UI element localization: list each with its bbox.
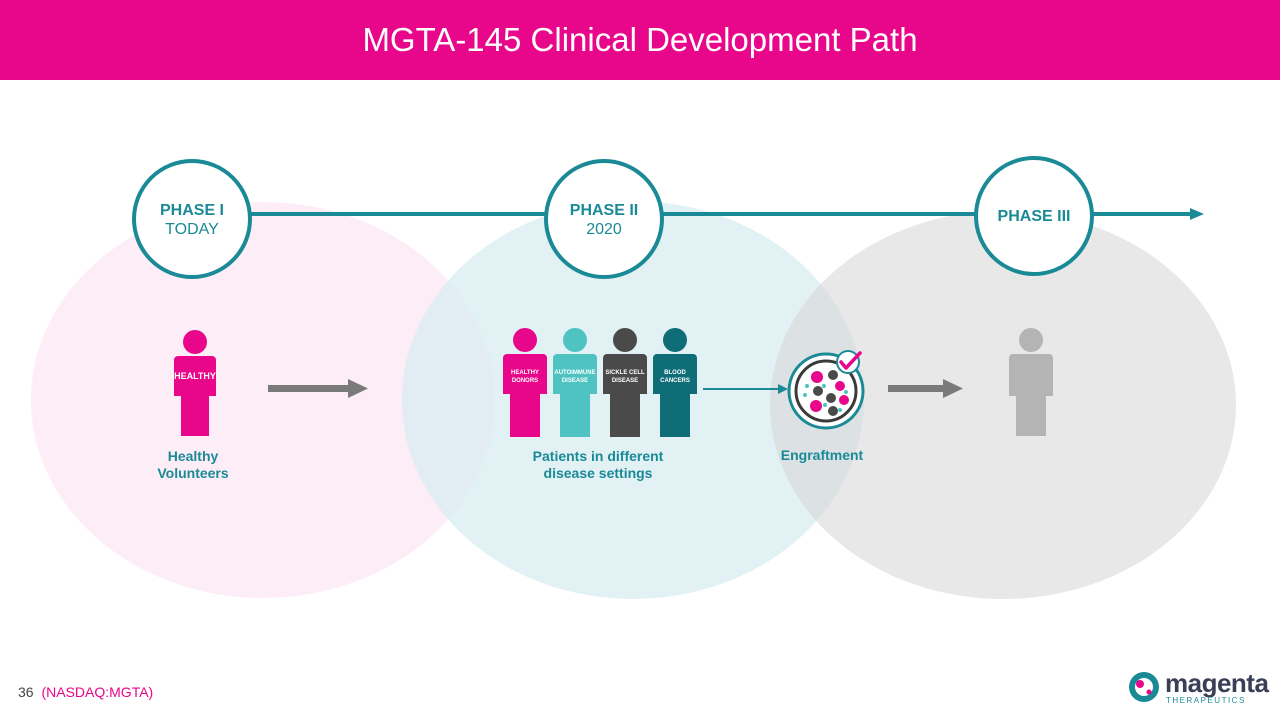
phase-3-label: PHASE III [974, 207, 1094, 226]
person-icon-future [1009, 328, 1053, 436]
logo-subtitle: THERAPEUTICS [1166, 696, 1246, 705]
person-icon-autoimmune [553, 328, 597, 437]
timeline-arrowhead [1190, 208, 1204, 220]
phase-2-when: 2020 [586, 221, 622, 238]
arrow-right-icon [268, 379, 368, 398]
healthy-figure-label: HEALTHY [174, 371, 216, 381]
sickle-cell-figure-label: SICKLE CELL DISEASE [605, 370, 645, 384]
phase-1-region [31, 202, 495, 598]
phase-3-name: PHASE III [997, 208, 1071, 225]
blood-cancers-figure-label: BLOOD CANCERS [660, 370, 690, 384]
phase-2-circle [544, 159, 664, 279]
phase-3-region [770, 211, 1236, 599]
phase-1-when: TODAY [165, 221, 219, 238]
ticker: (NASDAQ:MGTA) [41, 684, 154, 700]
patients-caption: Patients in different disease settings [532, 448, 664, 481]
engraftment-caption: Engraftment [780, 447, 864, 463]
phase-2-label: PHASE II 2020 [544, 201, 664, 240]
person-icon-blood-cancers [653, 328, 697, 437]
logo-mark-icon [1129, 672, 1159, 702]
phase-1-label: PHASE I TODAY [132, 201, 252, 240]
logo-wordmark: magenta [1165, 668, 1269, 698]
healthy-person-icon [174, 330, 216, 436]
title-bar: MGTA-145 Clinical Development Path [0, 0, 1280, 80]
page-number: 36 [18, 684, 34, 700]
person-icon-sickle-cell [603, 328, 647, 437]
page-title: MGTA-145 Clinical Development Path [362, 21, 918, 58]
checkmark-icon [836, 350, 862, 374]
arrow-right-icon [703, 384, 788, 394]
person-icon-healthy-donors [503, 328, 547, 437]
company-logo: magenta THERAPEUTICS [1127, 668, 1269, 708]
phase-2-name: PHASE II [569, 202, 639, 219]
phase-1-name: PHASE I [159, 202, 224, 219]
cell-dish-icon [787, 352, 865, 430]
arrow-right-icon [888, 379, 963, 398]
healthy-volunteers-caption: Healthy Volunteers [157, 448, 229, 481]
healthy-donors-figure-label: HEALTHY DONORS [511, 370, 539, 384]
autoimmune-figure-label: AUTOIMMUNE DISEASE [554, 370, 596, 384]
footer: 36 (NASDAQ:MGTA) [18, 684, 153, 700]
phase-3-circle [974, 156, 1094, 276]
phase-1-circle [132, 159, 252, 279]
